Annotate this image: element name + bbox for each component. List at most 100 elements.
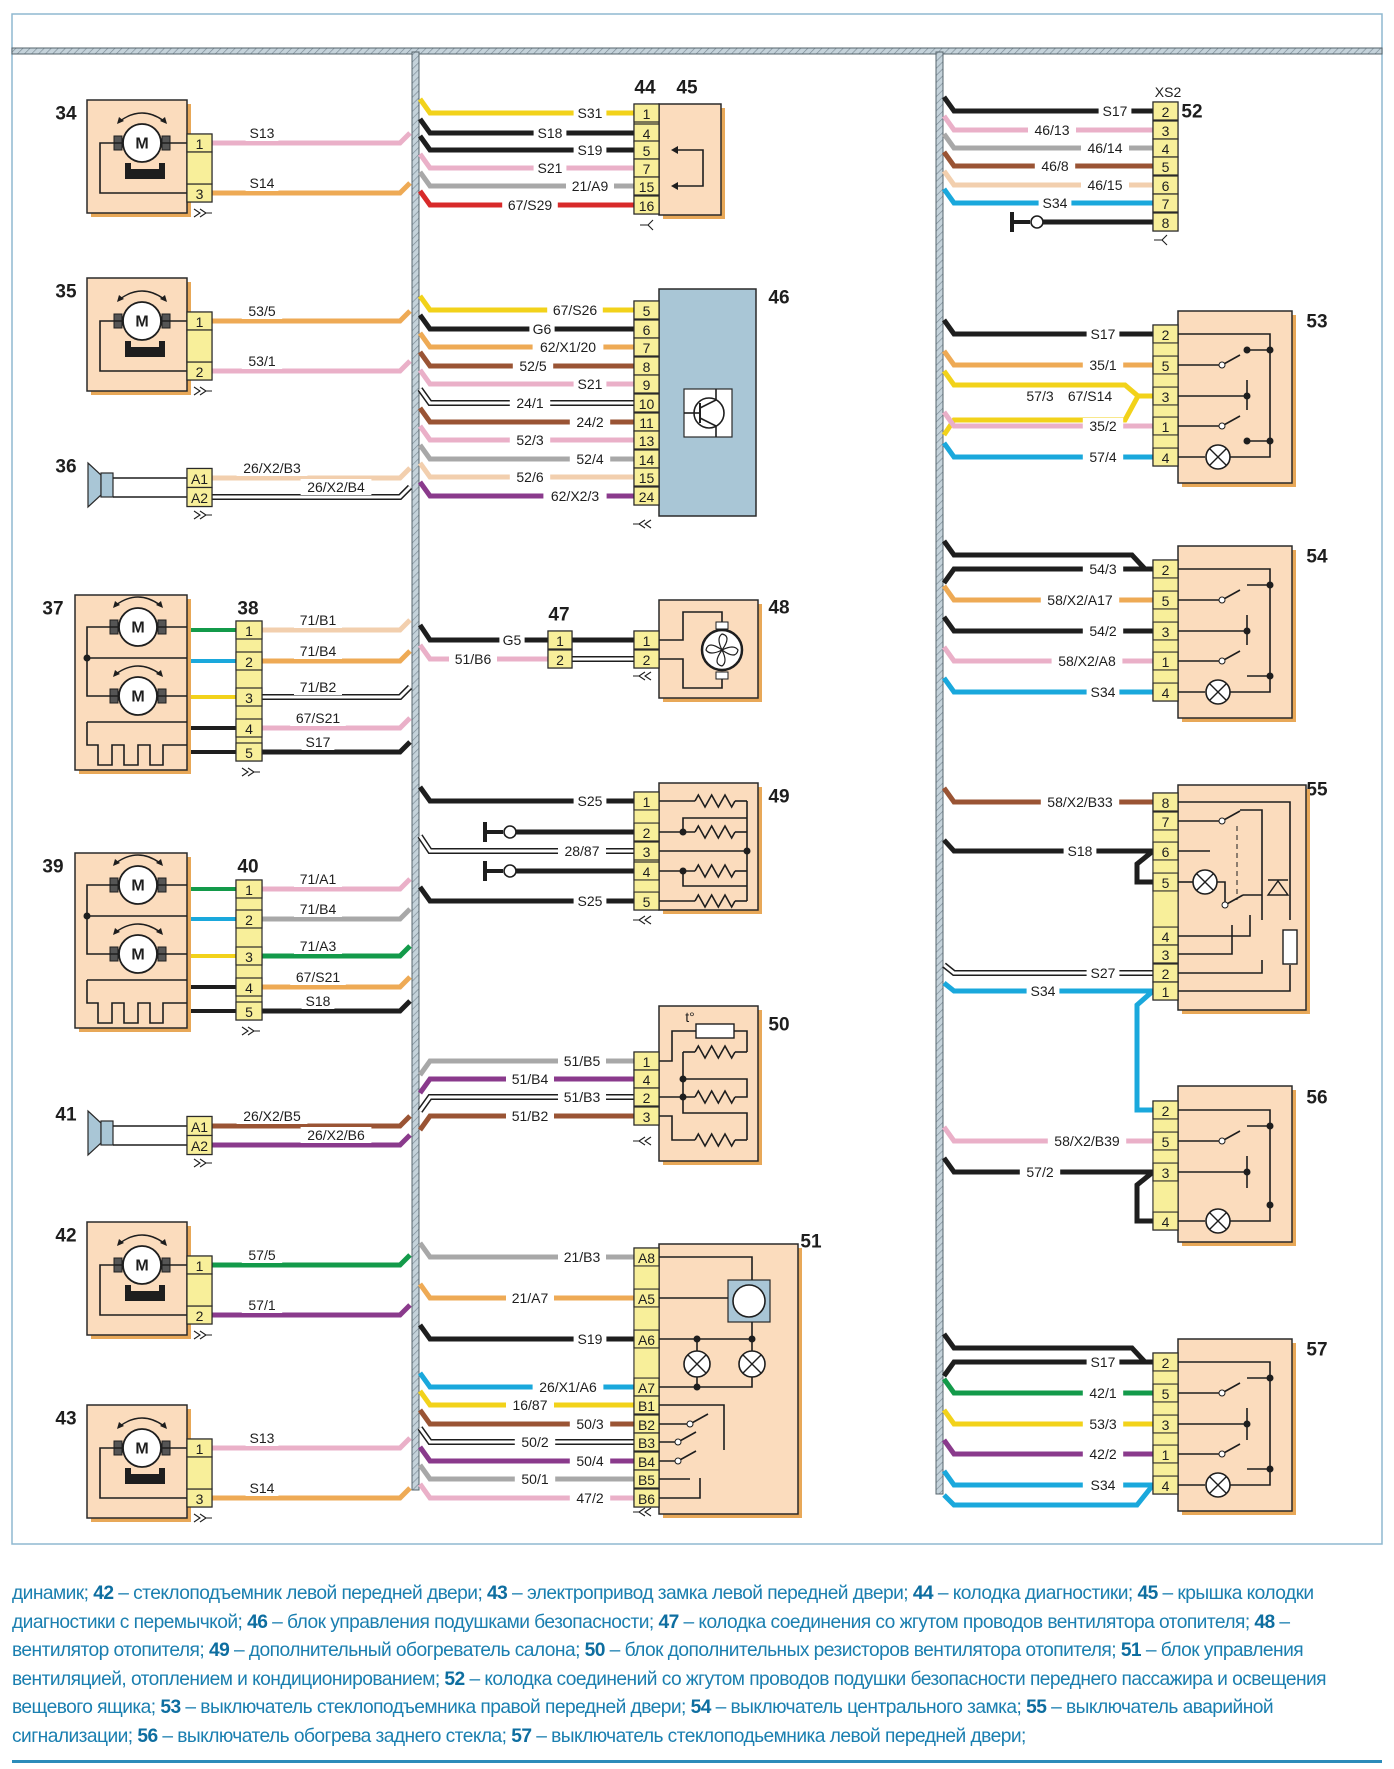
wire: S19 — [417, 1323, 634, 1347]
fan-brush — [715, 671, 729, 680]
wire-label: S14 — [250, 1480, 275, 1496]
pin-number: 1 — [196, 1258, 204, 1274]
internal-wire — [99, 142, 187, 194]
wire: 24/1 — [417, 387, 634, 411]
wire-label-bg — [533, 125, 567, 141]
caption-text: – блок управления вентиляцией, отопление… — [12, 1640, 1304, 1690]
wire: 26/X1/A6 — [417, 1371, 634, 1395]
pin-number: 3 — [245, 949, 253, 965]
pin-number: 1 — [1162, 1447, 1170, 1463]
motor-circle — [122, 301, 162, 341]
harness-top — [11, 47, 1383, 55]
motor-base — [125, 1285, 131, 1295]
wire-label: 16/87 — [512, 1397, 547, 1413]
wire-core — [417, 1389, 634, 1408]
internal-wire — [99, 1447, 187, 1499]
connector-chevron — [193, 1158, 212, 1168]
wire-label: 71/B4 — [300, 901, 337, 917]
motor-icon: M — [109, 596, 167, 647]
motor-base — [125, 341, 131, 351]
pin-number: 7 — [1162, 196, 1170, 212]
connector-fork — [640, 219, 654, 231]
wire-label-bg — [245, 175, 279, 191]
wire: 67/S21 — [262, 710, 412, 731]
wire: S19 — [417, 134, 634, 158]
wire-label: 67/S14 — [1068, 388, 1113, 404]
wire: 52/3 — [417, 424, 634, 448]
wire-label-bg — [512, 358, 554, 374]
motor-circle — [122, 123, 162, 163]
connector-symbol — [193, 510, 212, 520]
pin-number: 2 — [245, 912, 253, 928]
connector-symbol — [193, 1158, 212, 1168]
pin-number: 1 — [1162, 984, 1170, 1000]
wire: 62/X1/20 — [417, 331, 634, 355]
pin-number: 7 — [1162, 814, 1170, 830]
arrowhead — [156, 859, 163, 866]
internal-wire — [99, 1264, 187, 1316]
wire: 26/X2/B4 — [212, 479, 413, 500]
rotation-arrow — [115, 665, 161, 675]
wire-label: 50/2 — [521, 1434, 548, 1450]
motor-base — [159, 1468, 165, 1478]
caption-ref-number: 54 — [690, 1697, 712, 1719]
connector-pin — [186, 486, 213, 508]
wire: 26/X2/B6 — [212, 1127, 412, 1148]
wire-core — [212, 1486, 412, 1501]
pin-number: 3 — [643, 844, 651, 860]
pin-number: 1 — [196, 136, 204, 152]
wire-core — [417, 1408, 634, 1427]
wire-label: 35/1 — [1089, 357, 1116, 373]
pin-number: 3 — [196, 186, 204, 202]
lamp-cross — [1209, 448, 1227, 466]
connector-chevron — [193, 386, 212, 396]
connector-spacer — [1152, 342, 1179, 357]
wire: 46/14 — [941, 132, 1153, 156]
connector-pin — [235, 977, 263, 997]
connector-pin — [1152, 212, 1179, 232]
wire: 62/X2/3 — [417, 480, 634, 504]
motor-letter: M — [135, 314, 148, 331]
arrowhead — [671, 146, 678, 154]
wire: S25 — [417, 785, 634, 809]
wire: S13 — [212, 125, 412, 146]
connector-pin — [235, 1001, 263, 1021]
wire-label-bg — [241, 1297, 283, 1313]
pin-number: 2 — [1162, 327, 1170, 343]
pin-number: 3 — [1162, 123, 1170, 139]
pin-number: 3 — [1162, 947, 1170, 963]
component-number: 41 — [55, 1105, 77, 1126]
pin-number: B2 — [638, 1417, 655, 1433]
wire-label: 54/3 — [1089, 561, 1116, 577]
wire-label-bg — [236, 1108, 308, 1124]
wire-core — [941, 114, 1153, 133]
pin-number: 4 — [1162, 929, 1170, 945]
internal-wire — [1230, 1469, 1271, 1486]
wire-label: 58/X2/A17 — [1047, 592, 1113, 608]
wire-label-bg — [1040, 592, 1120, 608]
connector-spacer — [1152, 829, 1179, 843]
motor-circle — [118, 865, 158, 905]
connector-pin — [633, 300, 660, 320]
caption-text: динамик; — [12, 1583, 94, 1604]
pin-number: 5 — [643, 143, 651, 159]
motor-letter: M — [131, 878, 144, 895]
wire: 71/B4 — [262, 901, 412, 922]
caption-ref-number: 48 — [1254, 1611, 1275, 1633]
wiring-diagram: S13S1453/553/157/557/1S13S1426/X2/B326/X… — [11, 13, 1383, 1545]
wire: S17 — [941, 95, 1153, 119]
wire: S27 — [942, 962, 1153, 981]
pin-number: 9 — [643, 377, 651, 393]
caption-divider — [12, 1760, 1382, 1763]
wire: S14 — [212, 1480, 412, 1501]
wire: S17 — [941, 1354, 1153, 1378]
pin-number: 2 — [1162, 562, 1170, 578]
wire: 51/B5 — [417, 1053, 634, 1077]
pin-number: 2 — [196, 1308, 204, 1324]
wire: 52/6 — [417, 461, 634, 485]
wire-label-bg — [1019, 388, 1061, 404]
wire-label-bg — [533, 160, 567, 176]
caption-text: – выключатель стеклоподъемника правой пе… — [180, 1697, 691, 1719]
wire-core — [417, 368, 634, 387]
wire: 50/3 — [417, 1408, 634, 1432]
